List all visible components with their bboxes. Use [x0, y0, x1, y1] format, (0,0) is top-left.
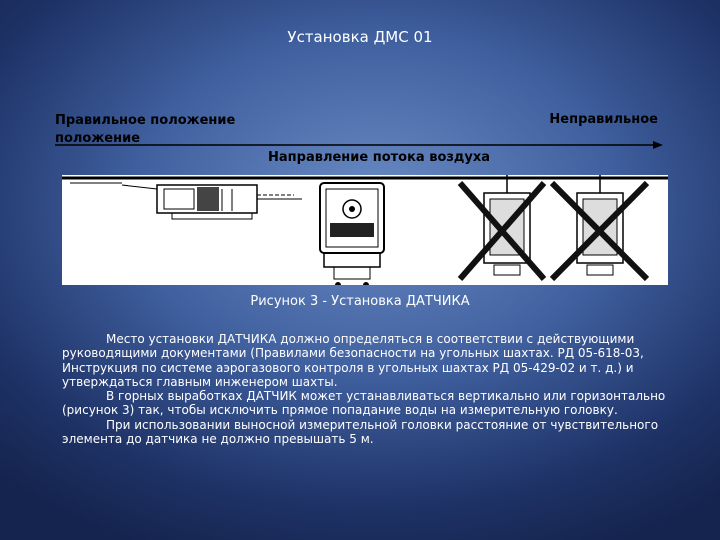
incorrect-sensor-1-drawing [457, 175, 547, 281]
correct-position-label-line2: положение [55, 131, 141, 146]
paragraph-1: Место установки ДАТЧИКА должно определят… [62, 332, 644, 389]
incorrect-sensor-2-drawing [549, 175, 650, 282]
slide-title: Установка ДМС 01 [287, 28, 433, 46]
sensor-installation-figure [62, 175, 668, 285]
vertical-sensor-drawing [319, 182, 385, 285]
paragraph-2: В горных выработках ДАТЧИК может устанав… [62, 389, 666, 418]
correct-position-label: Правильное положение положение [55, 112, 295, 148]
airflow-direction-label: Направление потока воздуха [268, 150, 491, 165]
figure-caption: Рисунок 3 - Установка ДАТЧИКА [250, 294, 470, 309]
correct-position-label-line1: Правильное положение [55, 113, 236, 128]
airflow-arrow-icon [55, 141, 663, 149]
horizontal-sensor-drawing [121, 184, 302, 220]
incorrect-position-label: Неправильное [549, 112, 658, 127]
paragraph-3: При использовании выносной измерительной… [62, 417, 659, 447]
body-text: Место установки ДАТЧИКА должно определят… [62, 332, 668, 446]
